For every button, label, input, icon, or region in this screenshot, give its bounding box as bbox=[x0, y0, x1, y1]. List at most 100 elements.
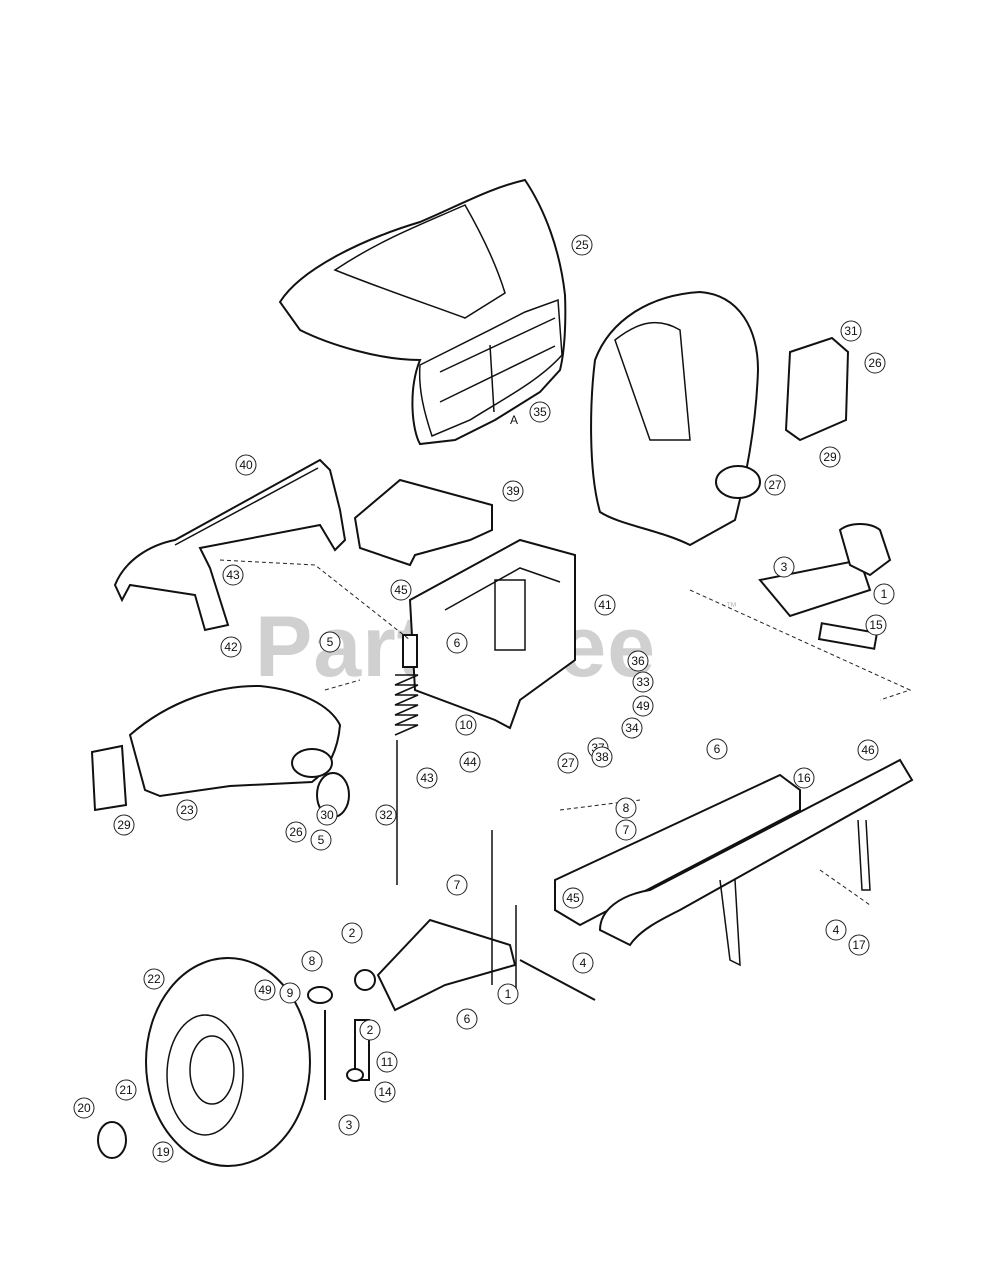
axle-right bbox=[758, 523, 892, 650]
side-plate-right bbox=[784, 336, 850, 442]
callout-number: 35 bbox=[533, 405, 547, 419]
callout-number: 22 bbox=[147, 972, 161, 986]
callout-number: 8 bbox=[309, 954, 316, 968]
callout-number: 4 bbox=[833, 923, 840, 937]
callout-number: 2 bbox=[367, 1023, 374, 1037]
callout-46: 46 bbox=[857, 739, 879, 761]
callout-number: 38 bbox=[595, 750, 609, 764]
callout-number: 31 bbox=[844, 324, 858, 338]
callout-49: 49 bbox=[254, 979, 276, 1001]
callout-number: 5 bbox=[318, 833, 325, 847]
callout-number: 27 bbox=[561, 756, 575, 770]
callout-27: 27 bbox=[557, 752, 579, 774]
callout-4: 4 bbox=[825, 919, 847, 941]
callout-35: 35 bbox=[529, 401, 551, 423]
watermark-trademark: ™ bbox=[726, 601, 737, 613]
callout-36: 36 bbox=[627, 650, 649, 672]
callout-11: 11 bbox=[376, 1051, 398, 1073]
callout-number: 40 bbox=[239, 458, 253, 472]
callout-25: 25 bbox=[571, 234, 593, 256]
callout-number: 19 bbox=[156, 1145, 170, 1159]
callout-number: 26 bbox=[289, 825, 303, 839]
callout-number: 6 bbox=[454, 636, 461, 650]
callout-number: 49 bbox=[258, 983, 272, 997]
callout-number: 6 bbox=[714, 742, 721, 756]
hub-cap bbox=[97, 1121, 127, 1159]
hood bbox=[278, 178, 567, 446]
callout-number: 17 bbox=[852, 938, 866, 952]
callout-number: 49 bbox=[636, 699, 650, 713]
callout-33: 33 bbox=[632, 671, 654, 693]
callout-number: 7 bbox=[454, 878, 461, 892]
callout-6: 6 bbox=[706, 738, 728, 760]
callout-20: 20 bbox=[73, 1097, 95, 1119]
callout-29: 29 bbox=[819, 446, 841, 468]
right-side-panel bbox=[590, 290, 761, 547]
callout-34: 34 bbox=[621, 717, 643, 739]
callout-30: 30 bbox=[316, 804, 338, 826]
callout-17: 17 bbox=[848, 934, 870, 956]
callout-number: 27 bbox=[768, 478, 782, 492]
callout-number: 8 bbox=[623, 801, 630, 815]
callout-number: 32 bbox=[379, 808, 393, 822]
callout-21: 21 bbox=[115, 1079, 137, 1101]
callout-number: 42 bbox=[224, 640, 238, 654]
callout-number: 25 bbox=[575, 238, 589, 252]
front-bumper bbox=[554, 758, 914, 967]
callout-1: 1 bbox=[873, 583, 895, 605]
callout-39: 39 bbox=[502, 480, 524, 502]
callout-number: 23 bbox=[180, 803, 194, 817]
callout-number: 44 bbox=[463, 755, 477, 769]
callout-15: 15 bbox=[865, 614, 887, 636]
callout-number: 29 bbox=[823, 450, 837, 464]
callout-number: 45 bbox=[566, 891, 580, 905]
callout-31: 31 bbox=[840, 320, 862, 342]
callout-10: 10 bbox=[455, 714, 477, 736]
mud-flap-left bbox=[90, 744, 128, 812]
callout-number: 30 bbox=[320, 808, 334, 822]
callout-19: 19 bbox=[152, 1141, 174, 1163]
callout-40: 40 bbox=[235, 454, 257, 476]
callout-8: 8 bbox=[301, 950, 323, 972]
callout-43: 43 bbox=[222, 564, 244, 586]
callout-number: 5 bbox=[327, 635, 334, 649]
callout-38: 38 bbox=[591, 746, 613, 768]
callout-3: 3 bbox=[773, 556, 795, 578]
callout-number: 10 bbox=[459, 718, 473, 732]
dash-bracket bbox=[353, 478, 493, 567]
callout-number: 46 bbox=[861, 743, 875, 757]
front-axle-beam bbox=[376, 830, 596, 1012]
callout-26: 26 bbox=[864, 352, 886, 374]
callout-number: 20 bbox=[77, 1101, 91, 1115]
callout-49: 49 bbox=[632, 695, 654, 717]
dash-panel bbox=[113, 458, 347, 632]
callout-number: 11 bbox=[381, 1055, 394, 1069]
callout-43: 43 bbox=[416, 767, 438, 789]
callout-number: 34 bbox=[625, 721, 639, 735]
callout-number: 7 bbox=[623, 823, 630, 837]
callout-7: 7 bbox=[615, 819, 637, 841]
callout-45: 45 bbox=[562, 887, 584, 909]
callout-number: 2 bbox=[349, 926, 356, 940]
callout-number: 21 bbox=[119, 1083, 133, 1097]
callout-number: 26 bbox=[868, 356, 882, 370]
front-tire bbox=[145, 957, 311, 1167]
callout-number: 43 bbox=[226, 568, 240, 582]
callout-6: 6 bbox=[456, 1008, 478, 1030]
shock-spring bbox=[394, 634, 419, 885]
callout-23: 23 bbox=[176, 799, 198, 821]
callout-number: 41 bbox=[598, 598, 612, 612]
callout-number: 14 bbox=[378, 1085, 392, 1099]
frame-center bbox=[408, 538, 576, 730]
callout-41: 41 bbox=[594, 594, 616, 616]
callout-number: 39 bbox=[506, 484, 520, 498]
callout-7: 7 bbox=[446, 874, 468, 896]
left-fender bbox=[128, 684, 342, 798]
callout-8: 8 bbox=[615, 797, 637, 819]
callout-6: 6 bbox=[446, 632, 468, 654]
callout-number: 45 bbox=[394, 583, 408, 597]
callout-number: 16 bbox=[797, 771, 811, 785]
callout-number: 1 bbox=[881, 587, 888, 601]
callout-3: 3 bbox=[338, 1114, 360, 1136]
callout-14: 14 bbox=[374, 1081, 396, 1103]
